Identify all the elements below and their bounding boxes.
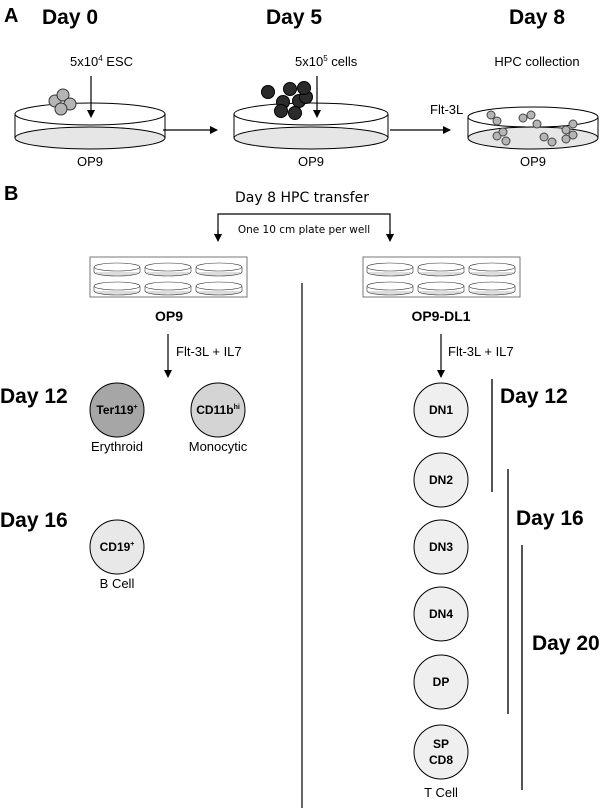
svg-text:CD8: CD8 bbox=[429, 753, 453, 767]
well bbox=[144, 281, 192, 296]
t-cell-label: T Cell bbox=[424, 785, 458, 800]
left-day12-label: Day 12 bbox=[0, 385, 68, 408]
stage-label: DN1 bbox=[429, 403, 453, 417]
monocytic-label: Monocytic bbox=[189, 439, 248, 454]
svg-text:Ter119+: Ter119+ bbox=[96, 403, 137, 417]
svg-text:SP: SP bbox=[433, 737, 449, 751]
well bbox=[93, 281, 141, 296]
erythroid-label: Erythroid bbox=[91, 439, 143, 454]
right-treatment-label: Flt-3L + IL7 bbox=[448, 344, 514, 359]
cd19-cell: CD19+ bbox=[89, 519, 145, 575]
op9-dish-day5 bbox=[233, 81, 389, 150]
cd11b-cell: CD11bhi bbox=[190, 382, 246, 438]
well bbox=[417, 281, 465, 296]
stage-label: DN4 bbox=[429, 607, 453, 621]
dish-label-day8: OP9 bbox=[520, 154, 546, 169]
well bbox=[468, 281, 516, 296]
t-cell-stage-dn4: DN4 bbox=[413, 586, 469, 642]
well bbox=[195, 262, 243, 277]
right-day16-label: Day 16 bbox=[516, 507, 584, 530]
dish-label-day5: OP9 bbox=[298, 154, 324, 169]
op9-well-plate bbox=[89, 256, 248, 298]
day-8-heading: Day 8 bbox=[509, 6, 565, 29]
svg-text:CD19+: CD19+ bbox=[100, 540, 135, 554]
day-0-heading: Day 0 bbox=[42, 6, 98, 29]
sp-cd8-cell: SP CD8 bbox=[413, 724, 469, 780]
t-cell-stage-dp: DP bbox=[413, 654, 469, 710]
well bbox=[93, 262, 141, 277]
t-cell-stage-dn2: DN2 bbox=[413, 452, 469, 508]
well bbox=[366, 262, 414, 277]
esc-input-label: 5x104 ESC bbox=[70, 54, 133, 69]
op9-plate-label: OP9 bbox=[155, 308, 183, 324]
well bbox=[366, 281, 414, 296]
right-day20-label: Day 20 bbox=[532, 632, 600, 655]
ter119-cell: Ter119+ bbox=[89, 382, 145, 438]
dish-label-day0: OP9 bbox=[77, 154, 103, 169]
hpc-transfer-title: Day 8 HPC transfer bbox=[235, 190, 369, 206]
well bbox=[195, 281, 243, 296]
stage-label: DP bbox=[433, 675, 450, 689]
svg-text:CD11bhi: CD11bhi bbox=[196, 403, 240, 417]
flt3l-label: Flt-3L bbox=[430, 102, 463, 117]
right-day12-label: Day 12 bbox=[500, 385, 568, 408]
t-cell-stage-dn1: DN1 bbox=[413, 382, 469, 438]
day-5-heading: Day 5 bbox=[266, 6, 322, 29]
well bbox=[417, 262, 465, 277]
panel-b-label: B bbox=[4, 183, 18, 205]
stage-label: DN2 bbox=[429, 473, 453, 487]
well bbox=[144, 262, 192, 277]
hpc-collection-label: HPC collection bbox=[494, 54, 579, 69]
well bbox=[468, 262, 516, 277]
split-bracket bbox=[217, 213, 391, 240]
op9-dish-day8 bbox=[467, 106, 599, 150]
op9-dish-day0 bbox=[14, 88, 166, 150]
split-label: One 10 cm plate per well bbox=[238, 224, 370, 236]
panel-a-label: A bbox=[4, 5, 18, 27]
op9-dl1-well-plate bbox=[362, 256, 521, 298]
op9-dl1-plate-label: OP9-DL1 bbox=[411, 308, 470, 324]
cells-input-label: 5x105 cells bbox=[295, 54, 358, 69]
t-cell-stage-dn3: DN3 bbox=[413, 519, 469, 575]
left-day16-label: Day 16 bbox=[0, 509, 68, 532]
stage-label: DN3 bbox=[429, 540, 453, 554]
b-cell-label: B Cell bbox=[100, 576, 135, 591]
left-treatment-label: Flt-3L + IL7 bbox=[176, 344, 242, 359]
